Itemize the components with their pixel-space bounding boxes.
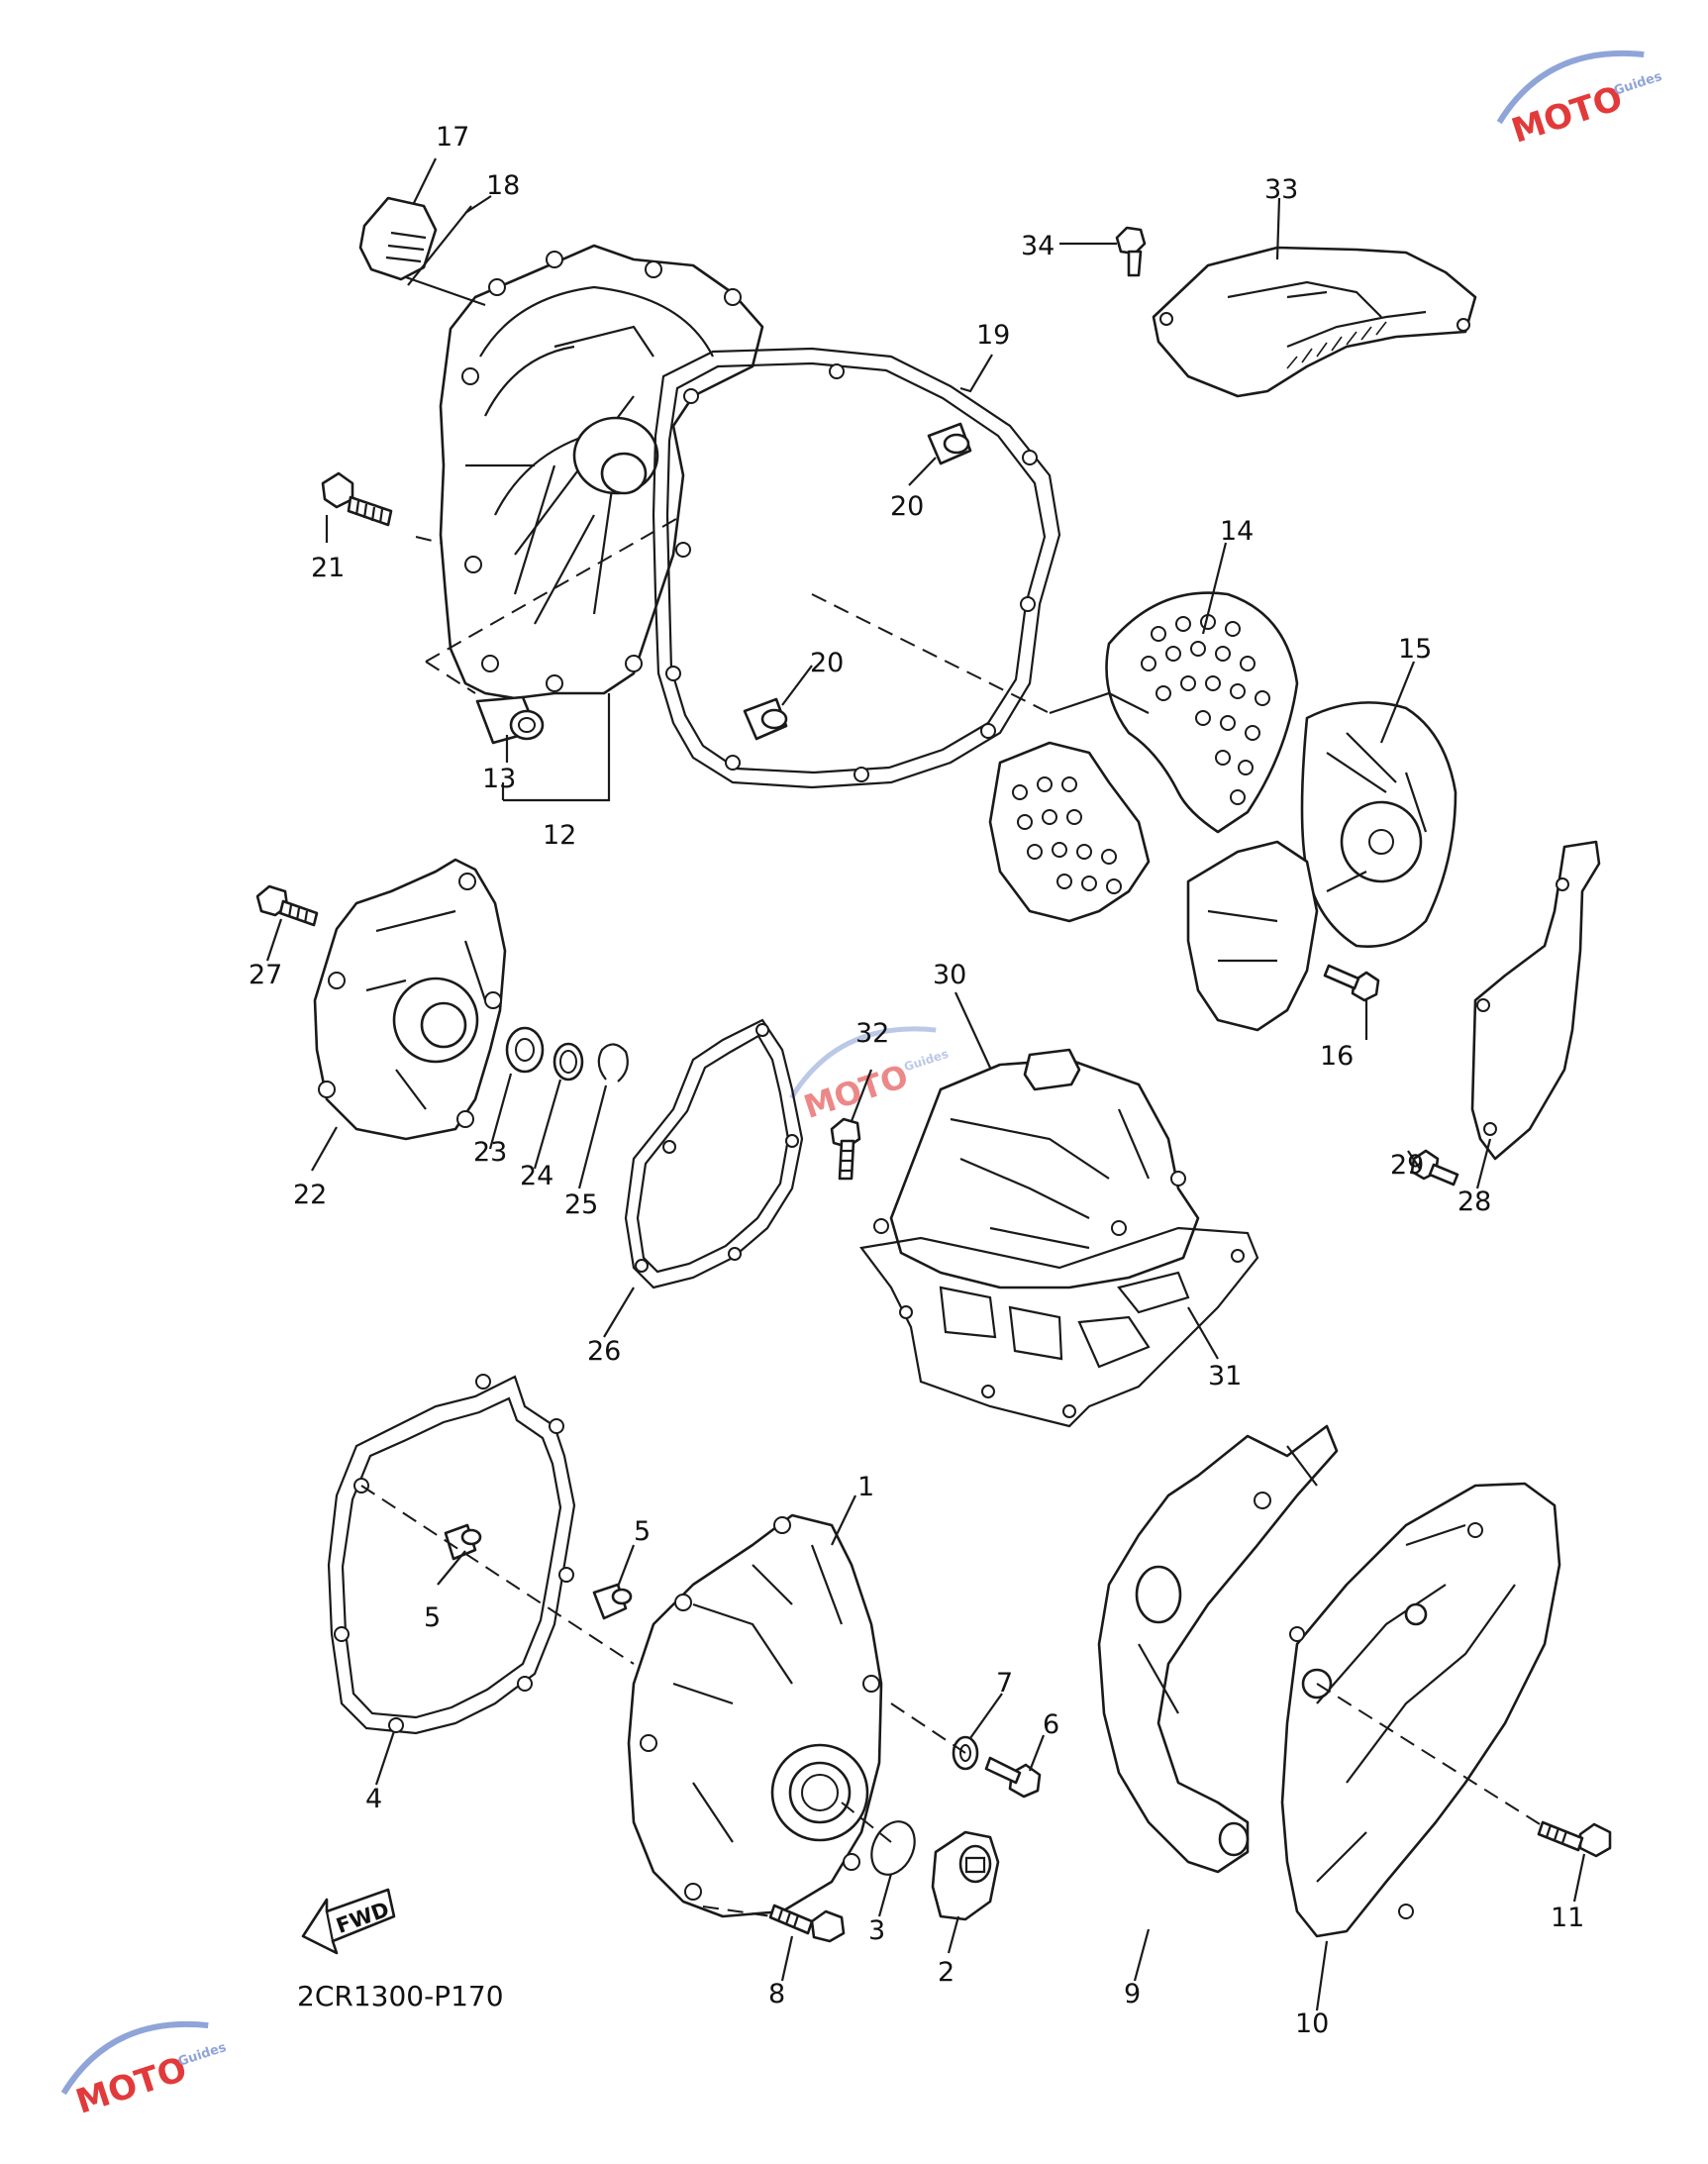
callout-19: 19	[976, 320, 1010, 351]
callout-3: 3	[868, 1915, 885, 1946]
callout-10: 10	[1295, 2009, 1329, 2039]
watermark-logo-bottom: MOTO Guides	[60, 2020, 229, 2122]
callout-31: 31	[1208, 1361, 1242, 1391]
shield-14-hole-pattern	[1012, 614, 1270, 894]
dowel-pin-lower	[743, 697, 788, 741]
callout-13: 13	[482, 764, 516, 794]
svg-text:Guides: Guides	[1612, 69, 1664, 99]
water-pump-cover-22	[313, 858, 507, 1141]
callout-33: 33	[1264, 174, 1298, 205]
callout-16: 16	[1320, 1041, 1354, 1072]
dowel-5-right	[592, 1583, 633, 1620]
bolt-8	[768, 1904, 846, 1943]
dowel-5-left	[444, 1523, 482, 1561]
bolt-32	[830, 1117, 861, 1181]
plate-code: 2CR1300-P170	[297, 1980, 504, 2012]
callout-28: 28	[1457, 1186, 1491, 1217]
cover-plate-33	[1152, 246, 1477, 398]
shield-plate-14	[988, 591, 1299, 923]
callout-8: 8	[768, 1979, 785, 2009]
bolt-34	[1115, 226, 1147, 277]
svg-text:Guides: Guides	[176, 2040, 229, 2070]
callout-29: 29	[1390, 1150, 1424, 1181]
callout-20-lower: 20	[810, 648, 844, 678]
leader-lines-22-27	[265, 918, 635, 1338]
callout-25: 25	[564, 1189, 598, 1220]
screw-16	[1323, 964, 1380, 1002]
bolt-6	[984, 1756, 1042, 1799]
leader-lines-top-left	[325, 157, 1051, 802]
callout-1: 1	[857, 1472, 874, 1502]
leader-lines-28-29	[1407, 1138, 1492, 1189]
callout-21: 21	[311, 553, 345, 583]
callout-17: 17	[436, 122, 469, 153]
gasket-31	[859, 1226, 1259, 1428]
bolt-11	[1537, 1820, 1612, 1858]
callout-24: 24	[520, 1161, 553, 1191]
callout-27: 27	[249, 960, 282, 990]
crankcase-cover-clutch	[439, 244, 764, 700]
sprocket-cover-10	[1280, 1482, 1561, 1938]
leader-lines-14-15-16	[1201, 542, 1416, 1040]
o-ring-18	[407, 205, 472, 286]
bracket-9	[1097, 1424, 1339, 1874]
shield-plate-15	[1186, 701, 1457, 1032]
washer-24	[553, 1042, 584, 1082]
oil-filler-cap	[358, 196, 438, 281]
callout-30: 30	[933, 960, 966, 990]
callout-2: 2	[938, 1957, 954, 1988]
forward-direction-icon: FWD	[301, 1888, 396, 1955]
callout-4: 4	[365, 1784, 382, 1814]
callout-15: 15	[1398, 634, 1432, 665]
gasket-26	[624, 1018, 804, 1289]
collar-13	[475, 695, 545, 745]
oil-pan-cover-30	[873, 1048, 1200, 1289]
callout-14: 14	[1220, 516, 1254, 547]
callout-12: 12	[543, 820, 576, 851]
callout-18: 18	[486, 170, 520, 201]
generator-cover-1	[627, 1513, 883, 1918]
callout-11: 11	[1551, 1903, 1584, 1933]
leader-33	[1275, 197, 1281, 260]
bolt-27	[255, 884, 319, 927]
watermark-logo-top: MOTO Guides	[1496, 50, 1664, 152]
oil-seal-23	[505, 1026, 545, 1074]
cover-bracket-28	[1470, 840, 1601, 1161]
bolt-29	[1410, 1149, 1459, 1186]
callout-32: 32	[855, 1018, 889, 1049]
leader-lines-30-32	[850, 991, 1219, 1360]
callout-22: 22	[293, 1180, 327, 1210]
callout-20-upper: 20	[890, 491, 924, 522]
callout-5-left: 5	[424, 1602, 441, 1633]
callout-5-right: 5	[634, 1516, 651, 1547]
leader-lines-9-11	[1133, 1683, 1586, 2011]
dowel-pin-upper	[927, 422, 972, 465]
callout-7: 7	[996, 1668, 1013, 1699]
svg-text:Guides: Guides	[902, 1047, 950, 1075]
callout-23: 23	[473, 1137, 507, 1168]
leader-lines-1-8	[360, 1485, 1046, 1982]
o-ring-3	[870, 1820, 916, 1876]
callout-labels: 1 2 3 4 5 5 6 7 8 9 10 11 12 13 14 15 16…	[249, 122, 1584, 2039]
callout-34: 34	[1021, 231, 1055, 261]
plug-2	[931, 1830, 1000, 1921]
bolt-21	[321, 471, 393, 527]
callout-9: 9	[1124, 1979, 1141, 2009]
callout-26: 26	[587, 1336, 621, 1367]
circlip-25	[597, 1043, 629, 1082]
gasket-4	[327, 1374, 576, 1735]
clutch-cover-gasket	[652, 347, 1061, 789]
callout-6: 6	[1043, 1709, 1059, 1740]
